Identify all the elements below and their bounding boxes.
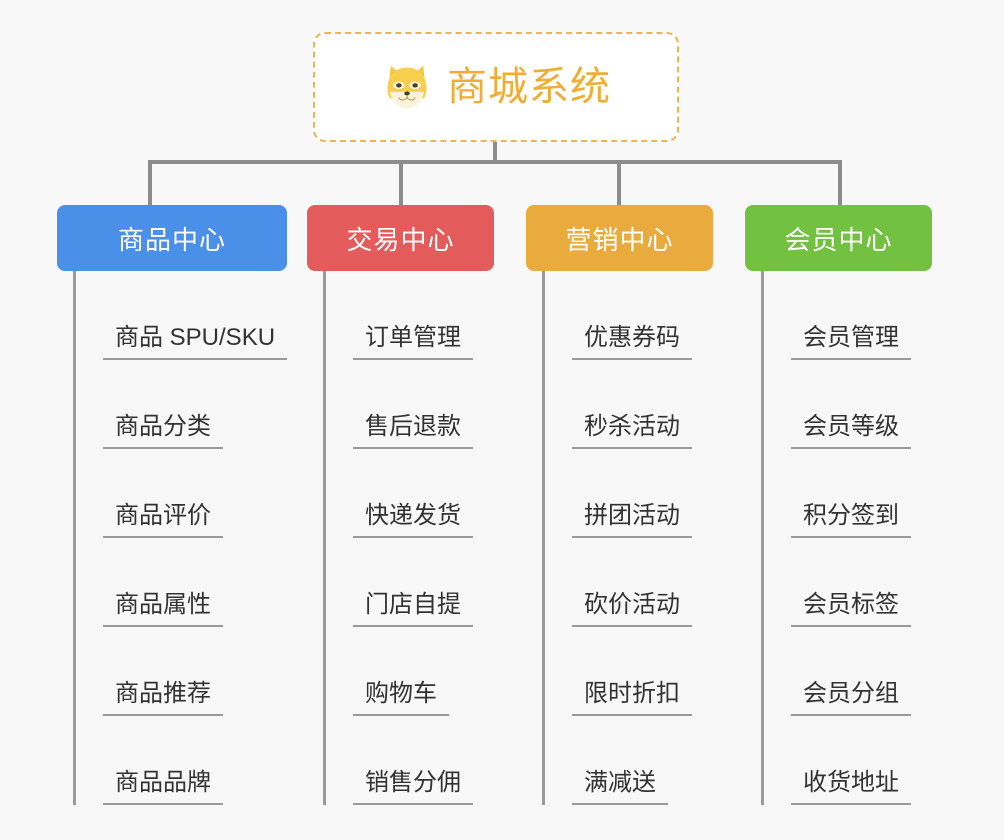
leaf-label: 会员等级 xyxy=(791,413,911,449)
leaf-label: 快递发货 xyxy=(353,502,473,538)
leaf-label: 销售分佣 xyxy=(353,769,473,805)
leaf-label: 商品评价 xyxy=(103,502,223,538)
leaf-label: 会员管理 xyxy=(791,324,911,360)
list-item[interactable]: 商品 SPU/SKU xyxy=(73,271,288,360)
leaf-label: 订单管理 xyxy=(353,324,473,360)
list-item[interactable]: 会员分组 xyxy=(761,627,932,716)
branch-spine-3 xyxy=(542,271,545,805)
list-item[interactable]: 积分签到 xyxy=(761,449,932,538)
branch-header-4[interactable]: 会员中心 xyxy=(745,205,932,271)
leaf-label: 商品品牌 xyxy=(103,769,223,805)
branch-body-2: 订单管理 售后退款 快递发货 门店自提 购物车 销售分佣 xyxy=(323,271,494,805)
list-item[interactable]: 会员标签 xyxy=(761,538,932,627)
list-item[interactable]: 砍价活动 xyxy=(542,538,713,627)
list-item[interactable]: 会员管理 xyxy=(761,271,932,360)
list-item[interactable]: 商品推荐 xyxy=(73,627,287,716)
list-item[interactable]: 商品评价 xyxy=(73,449,287,538)
list-item[interactable]: 销售分佣 xyxy=(323,716,494,805)
branch-header-1[interactable]: 商品中心 xyxy=(57,205,287,271)
list-item[interactable]: 优惠券码 xyxy=(542,271,713,360)
leaf-label: 商品分类 xyxy=(103,413,223,449)
list-item[interactable]: 门店自提 xyxy=(323,538,494,627)
leaf-label: 商品推荐 xyxy=(103,680,223,716)
leaf-label: 满减送 xyxy=(572,769,668,805)
list-item[interactable]: 订单管理 xyxy=(323,271,494,360)
leaf-label: 砍价活动 xyxy=(572,591,692,627)
branch-body-3: 优惠券码 秒杀活动 拼团活动 砍价活动 限时折扣 满减送 xyxy=(542,271,713,805)
branch-营销中心: 营销中心 优惠券码 秒杀活动 拼团活动 砍价活动 限时折扣 满减送 xyxy=(526,205,713,805)
root-node[interactable]: 商城系统 xyxy=(313,32,679,142)
list-item[interactable]: 商品品牌 xyxy=(73,716,287,805)
branch-header-label-3: 营销中心 xyxy=(565,224,674,255)
branch-商品中心: 商品中心 商品 SPU/SKU 商品分类 商品评价 商品属性 商品推荐 商品品牌 xyxy=(57,205,288,805)
branch-body-4: 会员管理 会员等级 积分签到 会员标签 会员分组 收货地址 xyxy=(761,271,932,805)
leaf-label: 售后退款 xyxy=(353,413,473,449)
list-item[interactable]: 商品分类 xyxy=(73,360,287,449)
leaf-label: 商品属性 xyxy=(103,591,223,627)
branch-header-3[interactable]: 营销中心 xyxy=(526,205,713,271)
list-item[interactable]: 快递发货 xyxy=(323,449,494,538)
leaf-label: 收货地址 xyxy=(791,769,911,805)
branch-交易中心: 交易中心 订单管理 售后退款 快递发货 门店自提 购物车 销售分佣 xyxy=(307,205,494,805)
leaf-label: 限时折扣 xyxy=(572,680,692,716)
connector-drop-1 xyxy=(148,160,152,205)
list-item[interactable]: 购物车 xyxy=(323,627,494,716)
leaf-label: 优惠券码 xyxy=(572,324,692,360)
branch-header-label-4: 会员中心 xyxy=(784,224,893,255)
connector-root-stem xyxy=(493,142,497,164)
list-item[interactable]: 会员等级 xyxy=(761,360,932,449)
branch-spine-2 xyxy=(323,271,326,805)
list-item[interactable]: 售后退款 xyxy=(323,360,494,449)
list-item[interactable]: 满减送 xyxy=(542,716,713,805)
leaf-label: 积分签到 xyxy=(791,502,911,538)
list-item[interactable]: 商品属性 xyxy=(73,538,287,627)
branch-header-label-2: 交易中心 xyxy=(346,224,455,255)
leaf-label: 购物车 xyxy=(353,680,449,716)
root-title: 商城系统 xyxy=(447,65,611,109)
shiba-dog-face-icon xyxy=(387,65,427,109)
branch-会员中心: 会员中心 会员管理 会员等级 积分签到 会员标签 会员分组 收货地址 xyxy=(745,205,932,805)
list-item[interactable]: 秒杀活动 xyxy=(542,360,713,449)
branch-header-label-1: 商品中心 xyxy=(117,224,226,255)
list-item[interactable]: 拼团活动 xyxy=(542,449,713,538)
connector-drop-2 xyxy=(399,160,403,205)
connector-horizontal-bar xyxy=(148,160,842,164)
branch-spine-4 xyxy=(761,271,764,805)
leaf-label: 秒杀活动 xyxy=(572,413,692,449)
branch-header-2[interactable]: 交易中心 xyxy=(307,205,494,271)
leaf-label: 拼团活动 xyxy=(572,502,692,538)
leaf-label: 门店自提 xyxy=(353,591,473,627)
list-item[interactable]: 限时折扣 xyxy=(542,627,713,716)
connector-drop-3 xyxy=(617,160,621,205)
leaf-label: 会员标签 xyxy=(791,591,911,627)
connector-drop-4 xyxy=(838,160,842,205)
branch-body-1: 商品 SPU/SKU 商品分类 商品评价 商品属性 商品推荐 商品品牌 xyxy=(73,271,288,805)
leaf-label: 商品 SPU/SKU xyxy=(103,324,288,360)
list-item[interactable]: 收货地址 xyxy=(761,716,932,805)
leaf-label: 会员分组 xyxy=(791,680,911,716)
branch-spine-1 xyxy=(73,271,76,805)
